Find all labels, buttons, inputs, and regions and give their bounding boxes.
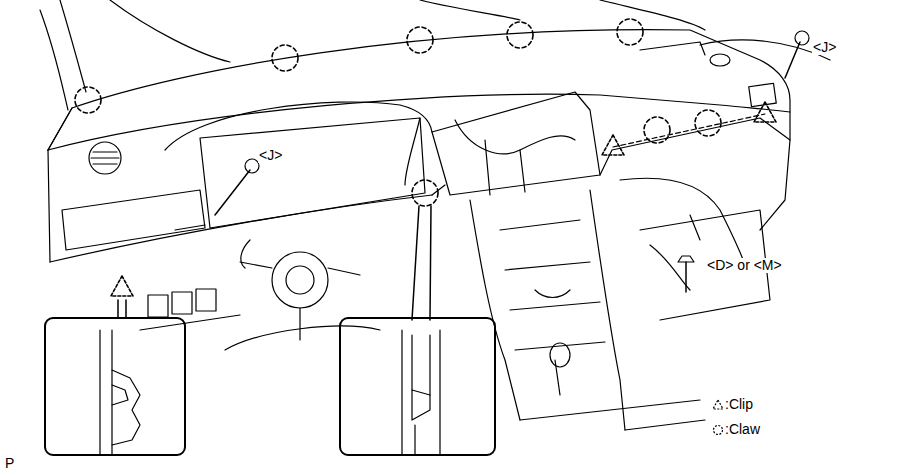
- legend-symbol: [712, 424, 724, 436]
- legend-entry: :Claw: [712, 422, 760, 437]
- part-label: <J>: [258, 148, 283, 163]
- legend-text: :Clip: [725, 397, 753, 412]
- part-label: P: [4, 456, 15, 471]
- part-label: <J>: [812, 40, 837, 55]
- part-label: <D> or <M>: [706, 258, 783, 273]
- legend-text: :Claw: [725, 422, 760, 437]
- legend-entry: :Clip: [712, 397, 753, 412]
- legend-symbol: [712, 399, 724, 411]
